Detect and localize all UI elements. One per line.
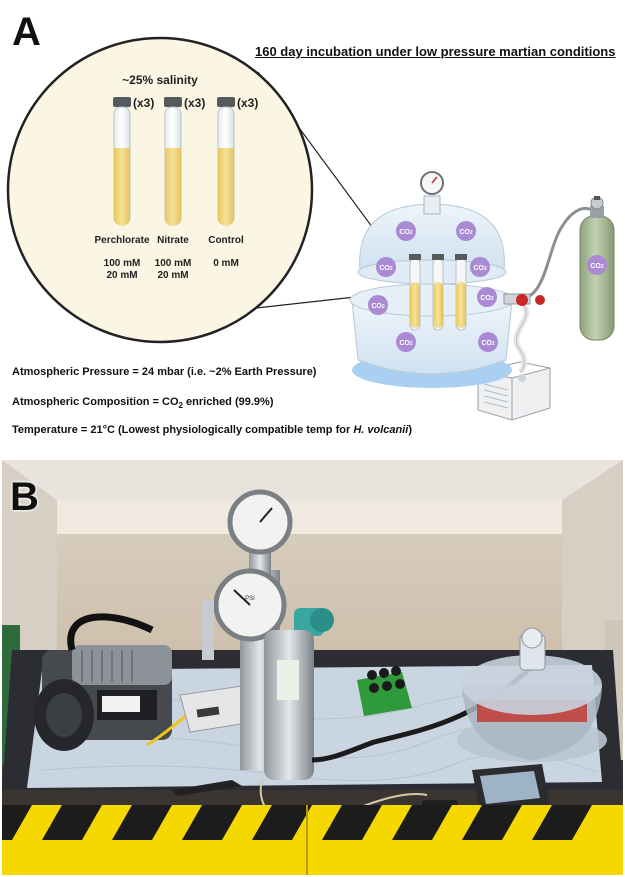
valve-icon (516, 294, 528, 306)
panel-a-title: 160 day incubation under low pressure ma… (255, 44, 616, 59)
regulator: PSI (202, 489, 334, 770)
pressure-monitor (472, 764, 550, 812)
co2-tank (579, 196, 615, 341)
tube-name: Perchlorate (94, 235, 149, 246)
tube-concentration: 0 mM (213, 258, 239, 269)
desiccator (349, 171, 545, 388)
tube-concentration: 20 mM (106, 270, 137, 281)
svg-text:CO2: CO2 (399, 340, 413, 347)
svg-text:CO2: CO2 (459, 229, 473, 236)
tube-multiplier: (x3) (133, 96, 154, 110)
svg-text:CO2: CO2 (371, 303, 385, 310)
vacuum-pump-photo (34, 645, 172, 751)
temperature-text: Temperature = 21°C (Lowest physiological… (12, 424, 413, 436)
svg-text:CO2: CO2 (399, 229, 413, 236)
tube-concentration: 20 mM (157, 270, 188, 281)
svg-text:CO2: CO2 (473, 265, 487, 272)
tube-rack (357, 666, 412, 716)
panel-b-photo: PSI (2, 460, 623, 875)
tube-nitrate (164, 97, 182, 226)
svg-text:CO2: CO2 (480, 295, 494, 302)
desiccator-tubes (409, 254, 467, 331)
tube-name: Control (208, 235, 244, 246)
svg-text:PSI: PSI (245, 596, 255, 602)
tube-name: Nitrate (157, 235, 189, 246)
salinity-label: ~25% salinity (122, 73, 198, 87)
svg-text:CO2: CO2 (481, 340, 495, 347)
tube-multiplier: (x3) (237, 96, 258, 110)
tube-concentration: 100 mM (155, 258, 192, 269)
desiccator-photo (457, 627, 607, 762)
svg-text:CO2: CO2 (379, 265, 393, 272)
svg-text:CO2: CO2 (590, 263, 604, 270)
zoom-circle (6, 36, 314, 344)
panel-b-letter: B (10, 475, 39, 519)
composition-text: Atmospheric Composition = CO2 enriched (… (12, 396, 274, 411)
co2-bubbles: CO2 CO2 CO2 CO2 CO2 CO2 CO2 CO2 CO2 (368, 221, 607, 352)
tube-concentration: 100 mM (104, 258, 141, 269)
tube-perchlorate (113, 97, 131, 226)
pressure-text: Atmospheric Pressure = 24 mbar (i.e. ~2%… (12, 366, 317, 378)
tube-control (217, 97, 235, 226)
panel-a-diagram: ~25% salinity (x3) (x3) (x3) Perchlorate… (6, 36, 615, 421)
panel-a-letter: A (12, 10, 41, 54)
tube-multiplier: (x3) (184, 96, 205, 110)
gas-cylinder-photo (264, 630, 314, 780)
